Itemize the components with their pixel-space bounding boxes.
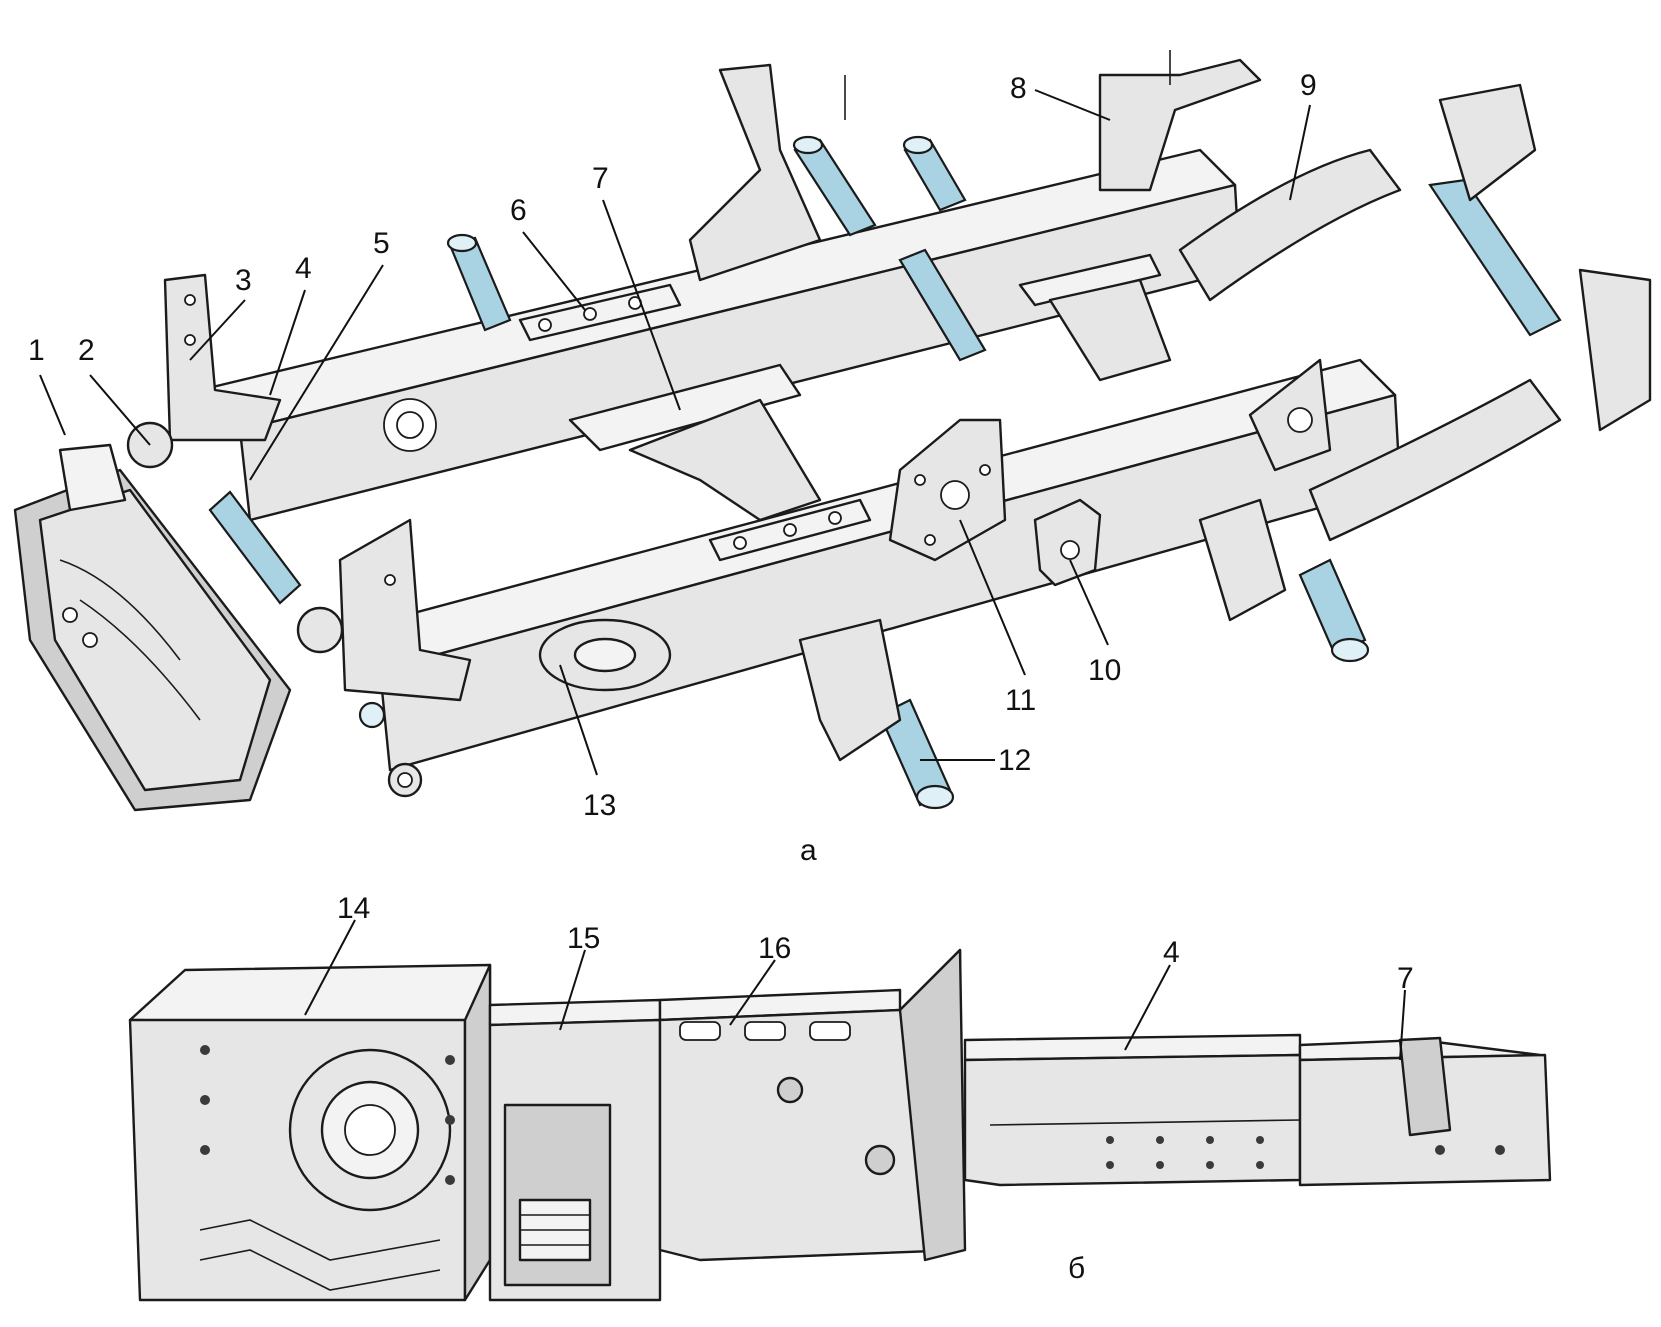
callout-7-side: 7 xyxy=(1397,962,1414,995)
engine-mount xyxy=(1033,498,1102,587)
front-bracket-left xyxy=(163,273,282,442)
callout-14: 14 xyxy=(337,892,370,925)
callout-3: 3 xyxy=(235,264,252,297)
towing-eye xyxy=(387,762,423,798)
rear-cross-member-side xyxy=(1298,1036,1552,1187)
callout-2: 2 xyxy=(78,334,95,367)
rear-cross-member xyxy=(1018,253,1172,382)
front-bumper-plate xyxy=(13,443,292,812)
cross-member xyxy=(568,363,822,522)
rear-suspension-arch xyxy=(1178,83,1652,542)
view-a-frame-perspective: 1 2 3 4 5 6 7 8 9 10 11 12 13 а xyxy=(13,50,1652,867)
longitudinal-member-side xyxy=(963,1033,1302,1187)
clutch-housing xyxy=(488,998,662,1302)
central-frame-section xyxy=(658,948,967,1262)
rear-lower-bracket xyxy=(1248,358,1332,472)
callout-4: 4 xyxy=(295,252,312,285)
view-b-leader-lines xyxy=(304,919,1406,1061)
rear-upper-bracket xyxy=(1098,50,1262,192)
view-b-caption: б xyxy=(1068,1252,1085,1285)
callout-9: 9 xyxy=(1300,69,1317,102)
axle-tubes xyxy=(446,135,1562,810)
front-bracket-right xyxy=(338,518,472,702)
callout-15: 15 xyxy=(567,922,600,955)
side-plate xyxy=(888,418,1007,562)
callout-10: 10 xyxy=(1088,654,1121,687)
callout-1: 1 xyxy=(28,334,45,367)
middle-upper-bracket xyxy=(688,63,846,282)
callout-8: 8 xyxy=(1010,72,1027,105)
callout-7: 7 xyxy=(592,162,609,195)
callout-5: 5 xyxy=(373,227,390,260)
callout-13: 13 xyxy=(583,789,616,822)
callout-11: 11 xyxy=(1005,684,1036,717)
view-a-caption: а xyxy=(800,834,817,867)
callout-12: 12 xyxy=(998,744,1031,777)
callout-6: 6 xyxy=(510,194,527,227)
view-a-leader-lines xyxy=(39,89,1311,776)
transmission-housing xyxy=(128,963,492,1302)
callout-4-side: 4 xyxy=(1163,936,1180,969)
callout-16: 16 xyxy=(758,932,791,965)
view-b-frame-side: 14 15 16 4 7 б xyxy=(128,892,1552,1302)
final-drive-housing xyxy=(798,498,1287,762)
brake-hub xyxy=(538,618,672,692)
